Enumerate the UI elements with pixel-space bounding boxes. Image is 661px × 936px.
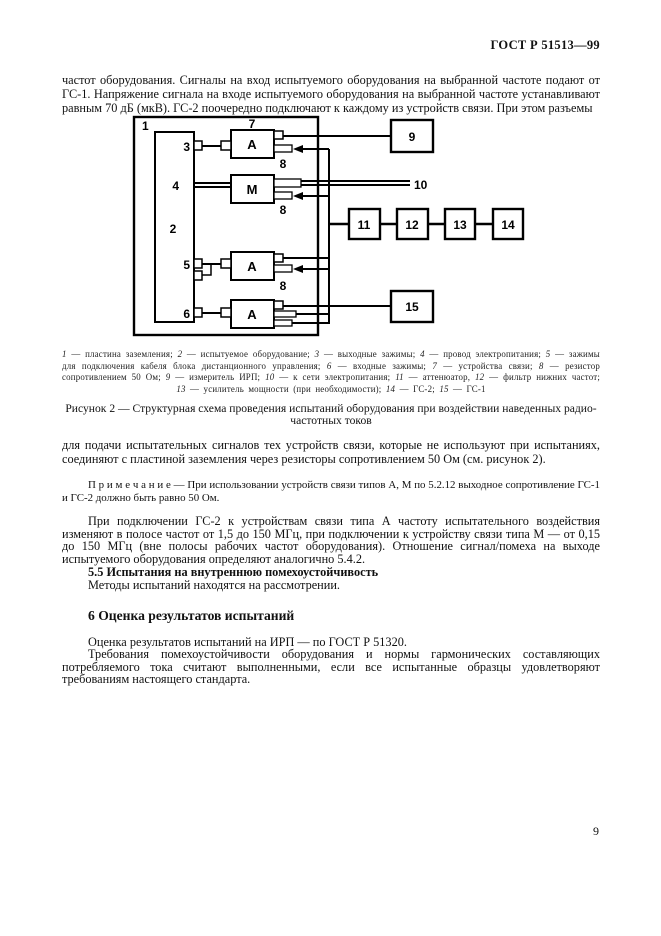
terminal-5b: [193, 270, 203, 282]
doc-code-header: ГОСТ Р 51513—99: [490, 38, 600, 52]
diagram-label-8b: 8: [280, 203, 287, 217]
diagram-label-12: 12: [405, 218, 419, 232]
diagram-label-8a: 8: [280, 157, 287, 171]
heading-6: 6 Оценка результатов испытаний: [88, 607, 295, 623]
terminal-6: [193, 307, 203, 319]
device-a4-stub-1: [273, 310, 297, 319]
figure-diagram: 1 2 3 4 5 6 7 8 8 8 9 10 11 12 13 14 15 …: [132, 116, 525, 337]
legend-item: 10 — к сети электропитания;: [265, 372, 396, 383]
legend-item: 3 — выходные зажимы;: [314, 349, 421, 360]
legend-item: 12 — фильтр нижних частот;: [475, 372, 600, 383]
device-a4-letter: А: [247, 307, 257, 322]
legend-item: 2 — испытуемое оборудование;: [177, 349, 315, 360]
legend-item: 15 — ГС-1: [439, 383, 486, 394]
device-a4-left-connector: [220, 307, 232, 319]
diagram-label-13: 13: [453, 218, 467, 232]
diagram-label-5: 5: [183, 258, 190, 272]
resistor-8-a1: [273, 144, 293, 154]
paragraph-after-figure: для подачи испытательных сигналов тех ус…: [62, 437, 600, 466]
diagram-label-9: 9: [409, 130, 416, 144]
diagram-label-8c: 8: [280, 279, 287, 293]
device-a3-letter: А: [247, 259, 257, 274]
figure-legend: 1 — пластина заземления; 2 — испытуемое …: [62, 349, 600, 395]
arrow-head-m-icon: [293, 192, 303, 201]
paragraph-6a: Оценка результатов испытаний на ИРП — по…: [88, 634, 407, 649]
diagram-label-15: 15: [405, 300, 419, 314]
figure-caption: Рисунок 2 — Структурная схема проведения…: [62, 402, 600, 428]
legend-item: 14 — ГС-2;: [385, 383, 440, 394]
page-content: ГОСТ Р 51513—99 частот оборудования. Сиг…: [62, 38, 600, 686]
legend-item: 13 — усилитель мощности (при необходимос…: [176, 383, 386, 394]
legend-item: 11 — аттенюатор,: [395, 372, 476, 383]
device-a1-left-connector: [220, 140, 232, 152]
device-a4-stub-2: [273, 319, 293, 328]
diagram-label-14: 14: [501, 218, 515, 232]
device-m-box: [230, 174, 275, 205]
legend-item: 1 — пластина заземления;: [62, 349, 178, 360]
figure-caption-line2: частотных токов: [290, 414, 372, 428]
paragraph-6b: Требования помехоустойчивости оборудован…: [62, 647, 600, 687]
legend-item: 4 — провод электропитания;: [420, 349, 546, 360]
heading-5-5: 5.5 Испытания на внутреннюю помехоустойч…: [88, 564, 379, 579]
device-a3-left-connector: [220, 258, 232, 270]
device-a1-right-connector: [273, 130, 284, 141]
device-m-letter: М: [247, 182, 258, 197]
terminal-5a: [193, 258, 203, 270]
arrow-head-a3-icon: [293, 265, 303, 274]
diagram-label-7: 7: [249, 117, 256, 131]
diagram-label-4: 4: [172, 179, 179, 193]
device-a1-letter: А: [247, 137, 257, 152]
ground-plate-box: [132, 116, 320, 337]
diagram-label-6: 6: [183, 307, 190, 321]
figure-caption-line1: Рисунок 2 — Структурная схема проведения…: [65, 402, 597, 416]
diagram-label-2: 2: [170, 222, 177, 236]
legend-item: 7 — устройства связи;: [432, 360, 539, 371]
equipment-box: [154, 131, 195, 324]
note-paragraph: П р и м е ч а н и е — При использовании …: [62, 479, 600, 504]
paragraph-gc2: При подключении ГС-2 к устройствам связи…: [62, 513, 600, 567]
legend-item: 5 — зажимы для подключения кабеля блока …: [62, 349, 600, 371]
page-number: 9: [593, 824, 599, 838]
device-m-mains-stub: [273, 178, 302, 189]
legend-item: 9 — измеритель ИРП;: [165, 372, 266, 383]
diagram-label-1: 1: [142, 119, 149, 133]
diagram-label-11: 11: [358, 218, 371, 232]
wire-5-jog: [202, 264, 212, 277]
arrow-head-a1-icon: [293, 145, 303, 154]
device-a3-right-connector: [273, 253, 284, 264]
diagram-label-10: 10: [414, 178, 428, 192]
resistor-8-a3: [273, 264, 293, 274]
terminal-3: [193, 140, 203, 152]
legend-item: 8 — резистор сопротивлением 50 Ом;: [62, 360, 600, 383]
legend-item: 6 — входные зажимы;: [326, 360, 433, 371]
paragraph-5-5: Методы испытаний находятся на рассмотрен…: [88, 577, 340, 592]
resistor-8-m: [273, 191, 293, 201]
paragraph-intro: частот оборудования. Сигналы на вход исп…: [62, 73, 600, 115]
diagram-label-3: 3: [183, 140, 190, 154]
device-a4-right-connector: [273, 300, 284, 311]
